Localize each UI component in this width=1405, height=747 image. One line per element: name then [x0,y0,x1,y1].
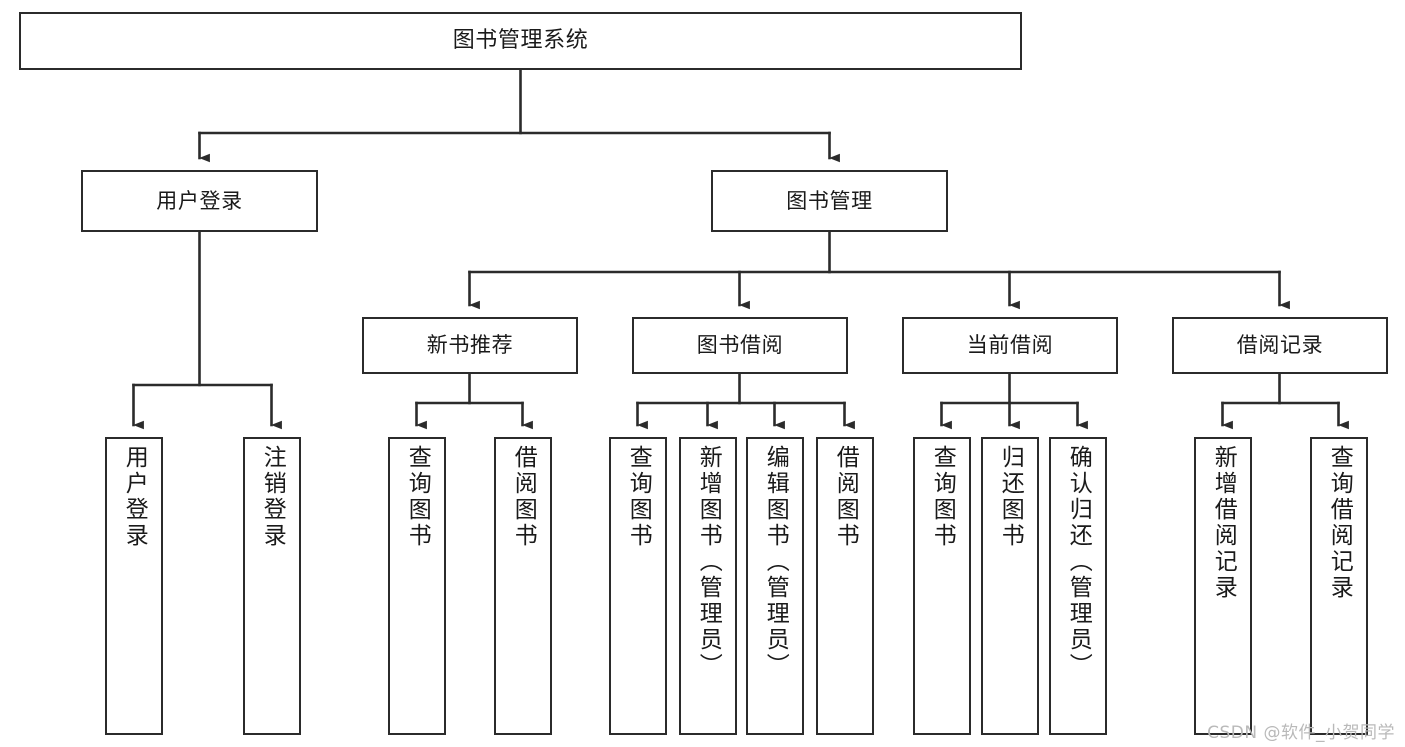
node-label: 借阅图书 [510,445,537,549]
node-book-borrow[interactable]: 图书借阅 [632,317,848,374]
leaf-current-query-book[interactable]: 查询图书 [913,437,971,735]
node-root-system[interactable]: 图书管理系统 [19,12,1022,70]
leaf-new-book-query[interactable]: 查询图书 [388,437,446,735]
node-book-management[interactable]: 图书管理 [711,170,948,232]
node-label: 借阅图书 [832,445,859,549]
leaf-record-query-record[interactable]: 查询借阅记录 [1310,437,1368,735]
node-label: 查询借阅记录 [1326,445,1353,601]
node-label: 图书管理系统 [452,28,589,54]
leaf-borrow-add-book-admin[interactable]: 新增图书（管理员） [679,437,737,735]
node-label: 图书管理 [786,188,873,213]
node-label: 查询图书 [929,445,956,549]
node-label: 用户登录 [156,188,243,213]
leaf-borrow-query-book[interactable]: 查询图书 [609,437,667,735]
node-user-login[interactable]: 用户登录 [81,170,318,232]
node-label: 归还图书 [997,445,1024,549]
leaf-current-confirm-return-admin[interactable]: 确认归还（管理员） [1049,437,1107,735]
node-borrow-record[interactable]: 借阅记录 [1172,317,1388,374]
node-new-book-recommend[interactable]: 新书推荐 [362,317,578,374]
leaf-borrow-borrow-book[interactable]: 借阅图书 [816,437,874,735]
leaf-user-login-login[interactable]: 用户登录 [105,437,163,735]
node-label: 新书推荐 [426,333,514,358]
node-label: 确认归还（管理员） [1065,445,1092,679]
leaf-user-login-logout[interactable]: 注销登录 [243,437,301,735]
leaf-new-book-borrow[interactable]: 借阅图书 [494,437,552,735]
node-current-borrow[interactable]: 当前借阅 [902,317,1118,374]
node-label: 查询图书 [404,445,431,549]
leaf-current-return-book[interactable]: 归还图书 [981,437,1039,735]
node-label: 查询图书 [625,445,652,549]
node-label: 当前借阅 [966,333,1054,358]
node-label: 新增借阅记录 [1210,445,1237,601]
node-label: 图书借阅 [696,333,784,358]
node-label: 新增图书（管理员） [695,445,722,679]
node-label: 编辑图书（管理员） [762,445,789,679]
node-label: 注销登录 [259,445,286,549]
leaf-borrow-edit-book-admin[interactable]: 编辑图书（管理员） [746,437,804,735]
node-label: 借阅记录 [1236,333,1324,358]
watermark-csdn: CSDN @软件_小贺同学 [1207,723,1395,743]
node-label: 用户登录 [121,445,148,549]
leaf-record-add-record[interactable]: 新增借阅记录 [1194,437,1252,735]
